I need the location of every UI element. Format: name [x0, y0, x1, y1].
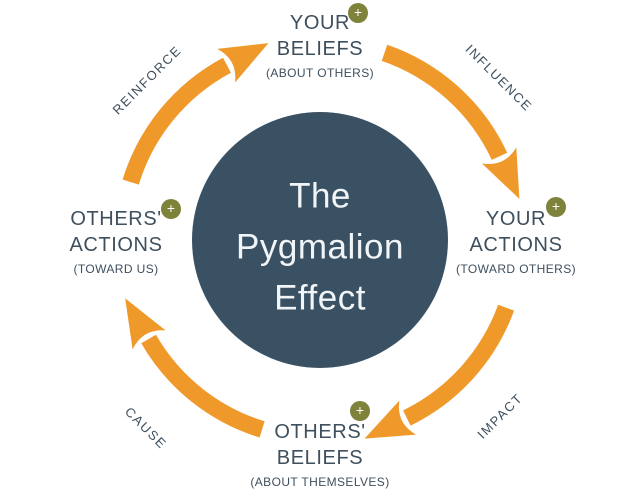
center-title-line3: Effect	[274, 278, 366, 318]
arrow-influence	[381, 44, 520, 199]
node-your-beliefs-sublabel: (ABOUT OTHERS)	[265, 66, 375, 80]
node-others-actions: OTHERS' ACTIONS (TOWARD US)	[69, 206, 162, 276]
node-others-beliefs: OTHERS' BELIEFS (ABOUT THEMSELVES)	[250, 419, 389, 489]
arrow-cause	[125, 298, 265, 438]
plus-icon[interactable]: +	[546, 197, 566, 217]
node-your-beliefs: YOUR BELIEFS (ABOUT OTHERS)	[266, 10, 374, 80]
plus-icon[interactable]: +	[161, 199, 181, 219]
center-title-line1: The	[289, 176, 351, 216]
node-your-actions: YOUR ACTIONS (TOWARD OTHERS)	[456, 206, 576, 276]
node-your-beliefs-line1: YOUR	[289, 12, 351, 34]
node-others-beliefs-line2: BELIEFS	[276, 447, 364, 469]
node-others-actions-sublabel: (TOWARD US)	[73, 262, 159, 276]
node-others-beliefs-line1: OTHERS'	[274, 421, 366, 443]
center-title-line2: Pygmalion	[236, 227, 404, 267]
center-title: The Pygmalion Effect	[236, 171, 404, 324]
center-circle	[192, 112, 448, 368]
arrow-impact	[364, 304, 515, 439]
node-others-actions-line1: OTHERS'	[70, 208, 162, 230]
node-your-actions-line2: ACTIONS	[469, 234, 563, 256]
node-your-actions-line1: YOUR	[485, 208, 547, 230]
node-your-actions-sublabel: (TOWARD OTHERS)	[456, 262, 576, 276]
plus-icon[interactable]: +	[348, 3, 368, 23]
plus-icon[interactable]: +	[350, 401, 370, 421]
node-others-actions-line2: ACTIONS	[69, 234, 163, 256]
arrow-reinforce	[122, 43, 269, 185]
node-your-beliefs-line2: BELIEFS	[276, 38, 364, 60]
node-others-beliefs-sublabel: (ABOUT THEMSELVES)	[250, 475, 390, 489]
